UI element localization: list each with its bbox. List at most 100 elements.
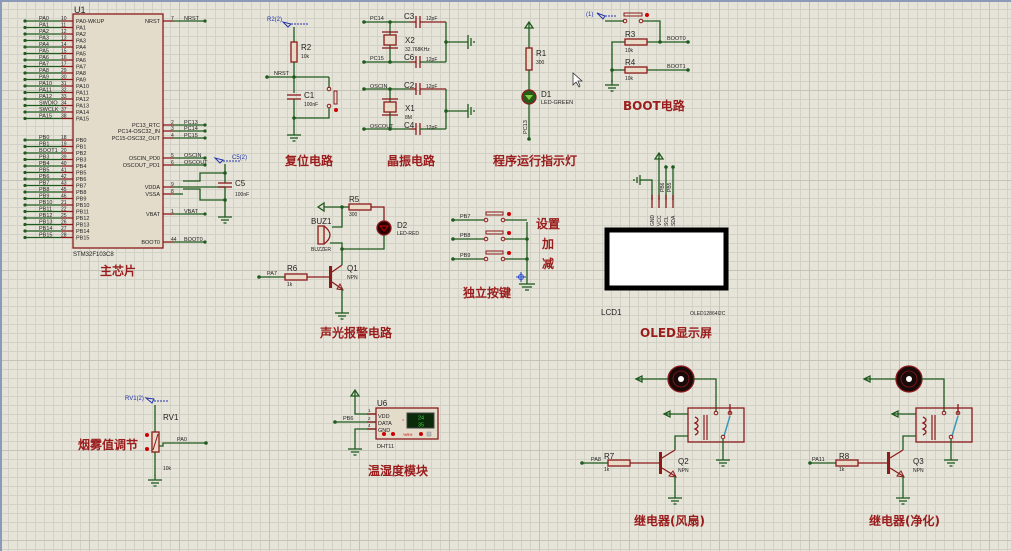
oled-pin-scl: SCL xyxy=(664,216,670,226)
dht-temp-up-button[interactable] xyxy=(391,432,395,436)
c5-ref: C5 xyxy=(235,179,246,188)
d1-value: LED-GREEN xyxy=(541,100,573,106)
mcu-pin-name: PA6 xyxy=(76,58,86,64)
mcu-pin-net: PB9 xyxy=(39,193,49,199)
relay-fan-net: PA8 xyxy=(591,457,601,463)
mcu-pin-num: 37 xyxy=(61,107,67,113)
rv1-net: PA0 xyxy=(177,437,187,443)
mcu-pin-net: PA0 xyxy=(39,16,49,22)
r7-value: 1k xyxy=(604,467,610,473)
mcu-pin-num: 8 xyxy=(171,189,174,195)
key-button-pb8[interactable]: PB8 xyxy=(451,230,529,242)
key-button-pb9[interactable]: PB9 xyxy=(451,250,529,262)
mcu-pin-num: 41 xyxy=(61,167,67,173)
smoke-potentiometer[interactable]: RV1(2) RV1 PA0 10k xyxy=(125,396,208,487)
dht-hum-button[interactable] xyxy=(419,432,423,436)
r2-probe: R2(2) xyxy=(267,17,282,23)
crystal-circuit[interactable]: PC14 PC15 C3 12pF C6 12pF X2 32.768KHz O… xyxy=(362,12,475,135)
mcu-pin-name: PB10 xyxy=(76,203,89,209)
dht-pin-vdd: VDD xyxy=(378,414,390,420)
mouse-cursor-icon xyxy=(572,72,584,88)
relay-purify-circuit[interactable]: PA11 R8 1k Q3 NPN xyxy=(808,365,973,505)
mcu-pin-num: 5 xyxy=(171,153,174,159)
mcu-pin-name: OSCIN_PD0 xyxy=(129,156,160,162)
d2-ref: D2 xyxy=(397,221,408,230)
d1-net: PC13 xyxy=(523,120,529,134)
mcu-pin-name: PA9 xyxy=(76,78,86,84)
mcu-pin-name: PA13 xyxy=(76,104,89,110)
mcu-pin-net: PB14 xyxy=(39,226,52,232)
boot-circuit[interactable]: (1) R3 10k R4 10k BOOT0 BOOT1 xyxy=(586,12,690,92)
dht-hum-display: 35 xyxy=(418,423,424,429)
label-crystal: 晶振电路 xyxy=(387,153,436,168)
mcu-pin-name: PB5 xyxy=(76,171,86,177)
relay-fan-circuit[interactable]: PA8 R7 1k Q2 NPN xyxy=(580,365,745,505)
key-label-add: 加 xyxy=(541,236,554,251)
mcu-pin-num: 28 xyxy=(61,232,67,238)
q1-value: NPN xyxy=(347,275,358,281)
dht-temp-down-button[interactable] xyxy=(382,432,386,436)
run-led-circuit[interactable]: R1 300 D1 LED-GREEN PC13 xyxy=(521,21,573,141)
key-button-pb7[interactable]: PB7 xyxy=(451,211,527,223)
dht-pin4-num: 4 xyxy=(368,423,371,428)
reset-circuit[interactable]: R2(2) R2 10k NRST C1 100nF xyxy=(265,17,338,142)
mcu-pin-num: 45 xyxy=(61,187,67,193)
relay-icon xyxy=(915,404,973,443)
key-net: PB7 xyxy=(460,214,470,220)
mcu-pin-net: PB10 xyxy=(39,200,52,206)
mcu-pin-num: 10 xyxy=(61,16,67,22)
r4-ref: R4 xyxy=(625,58,636,67)
mcu-pin-net: PA4 xyxy=(39,42,49,48)
net-pc14: PC14 xyxy=(370,16,384,22)
dht11-sensor[interactable]: 24 35 > %RH VDD DATA GND 1 2 4 PB6 U6 DH… xyxy=(333,389,439,456)
c5-capacitor[interactable]: C5 100nF C5(2) xyxy=(183,155,249,224)
alarm-circuit[interactable]: BUZ1 BUZZER R5 300 D2 LED-RED PA7 R6 1k … xyxy=(257,195,419,320)
